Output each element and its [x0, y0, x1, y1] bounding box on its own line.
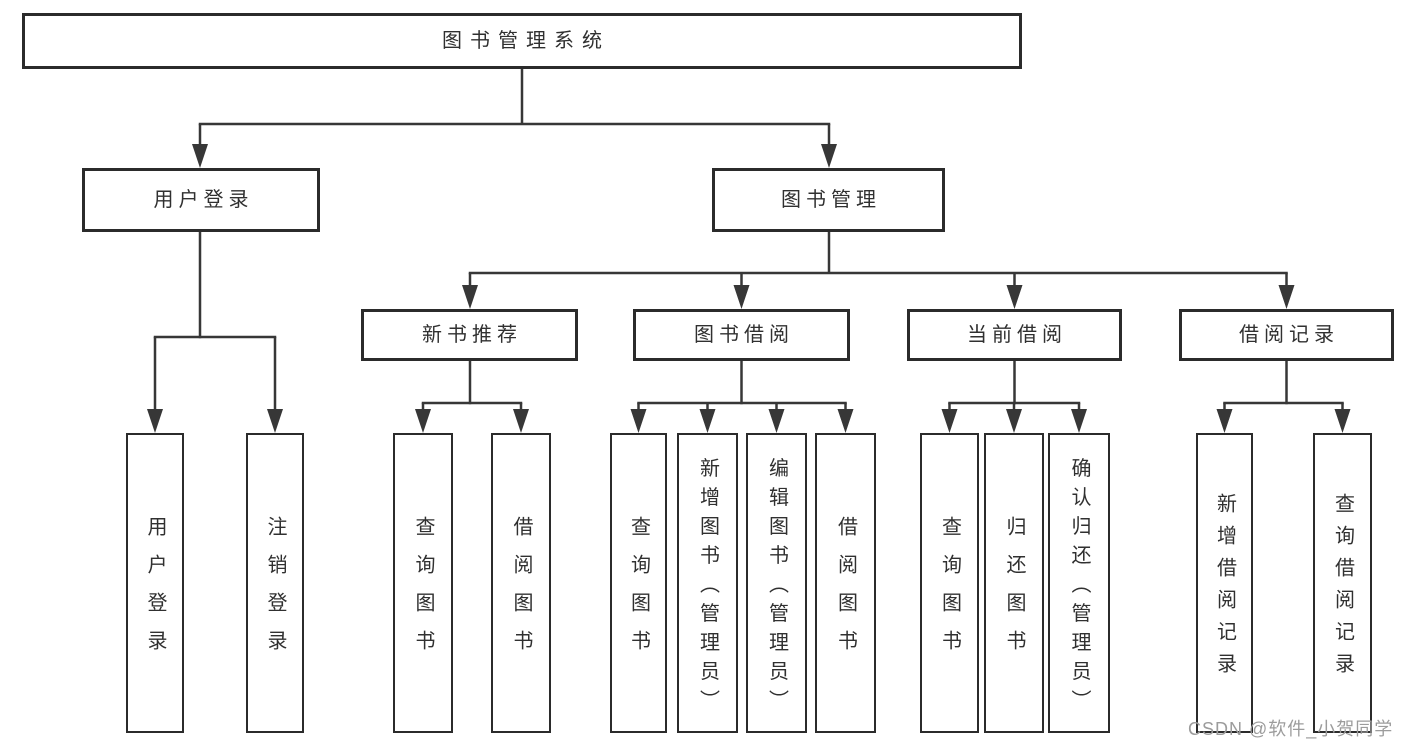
node-book-management: 图书管理 — [712, 168, 945, 232]
leaf-query-borrow-record: 查询借阅记录 — [1313, 433, 1372, 733]
arrowheads — [147, 144, 1351, 433]
leaf-add-borrow-record: 新增借阅记录 — [1196, 433, 1253, 733]
leaf-borrow-books-recommend: 借阅图书 — [491, 433, 551, 733]
leaf-add-borrow-record-label: 新增借阅记录 — [1213, 493, 1236, 685]
leaf-edit-book-admin-label: 编辑图书（管理员） — [765, 457, 788, 718]
leaf-query-books-borrow-label: 查询图书 — [627, 516, 650, 668]
leaf-query-books-recommend-label: 查询图书 — [412, 516, 434, 668]
leaf-return-book-label: 归还图书 — [1003, 516, 1025, 668]
leaf-query-books-current: 查询图书 — [920, 433, 979, 733]
node-book-borrowing: 图书借阅 — [633, 309, 850, 361]
leaf-borrow-books-recommend-label: 借阅图书 — [510, 516, 532, 668]
node-borrowing-records: 借阅记录 — [1179, 309, 1394, 361]
leaf-query-books-borrow: 查询图书 — [610, 433, 667, 733]
leaf-logout-label: 注销登录 — [264, 516, 286, 668]
leaf-add-book-admin-label: 新增图书（管理员） — [696, 457, 719, 718]
leaf-user-login-label: 用户登录 — [144, 516, 166, 668]
node-new-book-recommendation-label: 新书推荐 — [422, 324, 522, 346]
node-new-book-recommendation: 新书推荐 — [361, 309, 578, 361]
node-current-borrowing: 当前借阅 — [907, 309, 1122, 361]
leaf-confirm-return-admin-label: 确认归还（管理员） — [1068, 457, 1090, 718]
leaf-borrow-books: 借阅图书 — [815, 433, 876, 733]
leaf-user-login: 用户登录 — [126, 433, 184, 733]
node-library-management-system-label: 图书管理系统 — [442, 30, 610, 52]
leaf-return-book: 归还图书 — [984, 433, 1044, 733]
node-current-borrowing-label: 当前借阅 — [967, 324, 1067, 346]
leaf-borrow-books-label: 借阅图书 — [834, 516, 857, 668]
watermark-text: CSDN @软件_小贺同学 — [1188, 719, 1394, 739]
leaf-query-borrow-record-label: 查询借阅记录 — [1331, 493, 1354, 685]
leaf-query-books-current-label: 查询图书 — [938, 516, 961, 668]
leaf-add-book-admin: 新增图书（管理员） — [677, 433, 738, 733]
leaf-query-books-recommend: 查询图书 — [393, 433, 453, 733]
node-library-management-system: 图书管理系统 — [22, 13, 1022, 69]
node-borrowing-records-label: 借阅记录 — [1239, 324, 1339, 346]
leaf-logout: 注销登录 — [246, 433, 304, 733]
node-user-login-label: 用户登录 — [153, 189, 254, 211]
node-book-borrowing-label: 图书借阅 — [694, 324, 794, 346]
leaf-edit-book-admin: 编辑图书（管理员） — [746, 433, 807, 733]
node-book-management-label: 图书管理 — [781, 189, 881, 211]
node-user-login: 用户登录 — [82, 168, 320, 232]
leaf-confirm-return-admin: 确认归还（管理员） — [1048, 433, 1110, 733]
